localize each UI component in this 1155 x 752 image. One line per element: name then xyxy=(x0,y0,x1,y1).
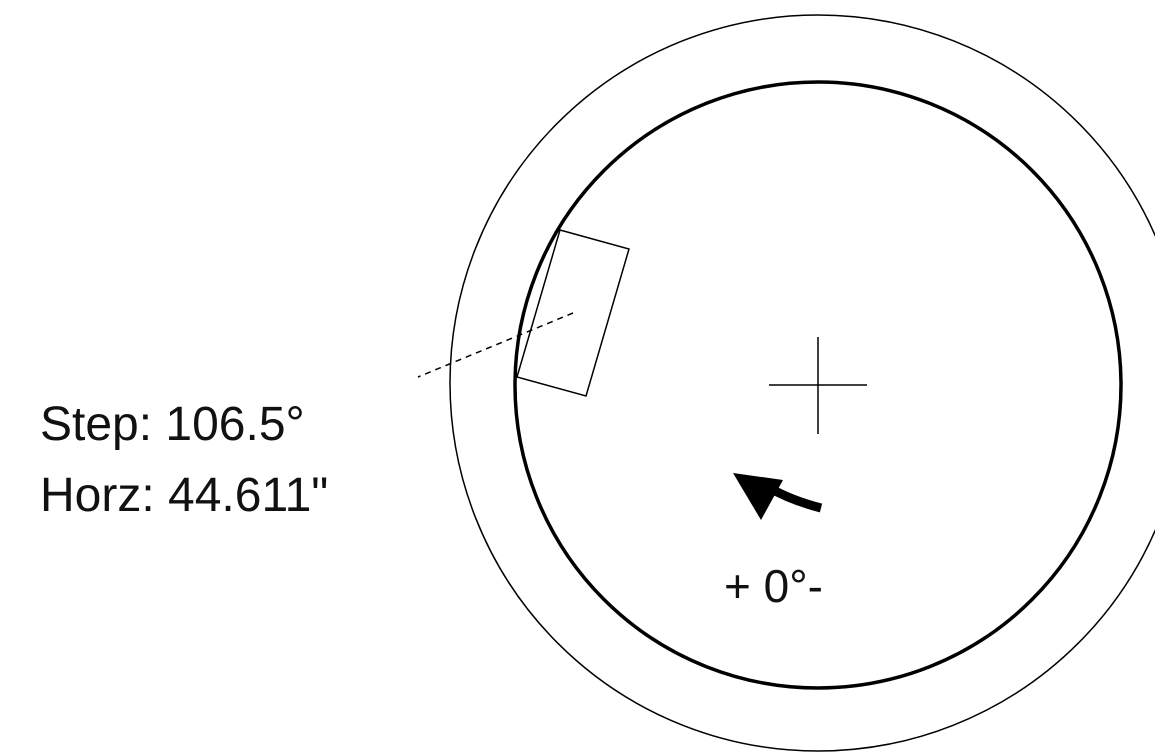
center-crosshair-icon xyxy=(769,337,867,434)
rotation-arrow-icon xyxy=(733,473,823,520)
rotation-direction-label: + 0°- xyxy=(724,560,823,612)
step-marker xyxy=(516,229,630,397)
horz-distance-label: Horz: 44.611" xyxy=(40,469,328,522)
step-angle-label: Step: 106.5° xyxy=(40,398,305,451)
outer-circle xyxy=(449,14,1155,752)
inner-circle xyxy=(513,80,1123,690)
leader-line xyxy=(417,312,574,378)
